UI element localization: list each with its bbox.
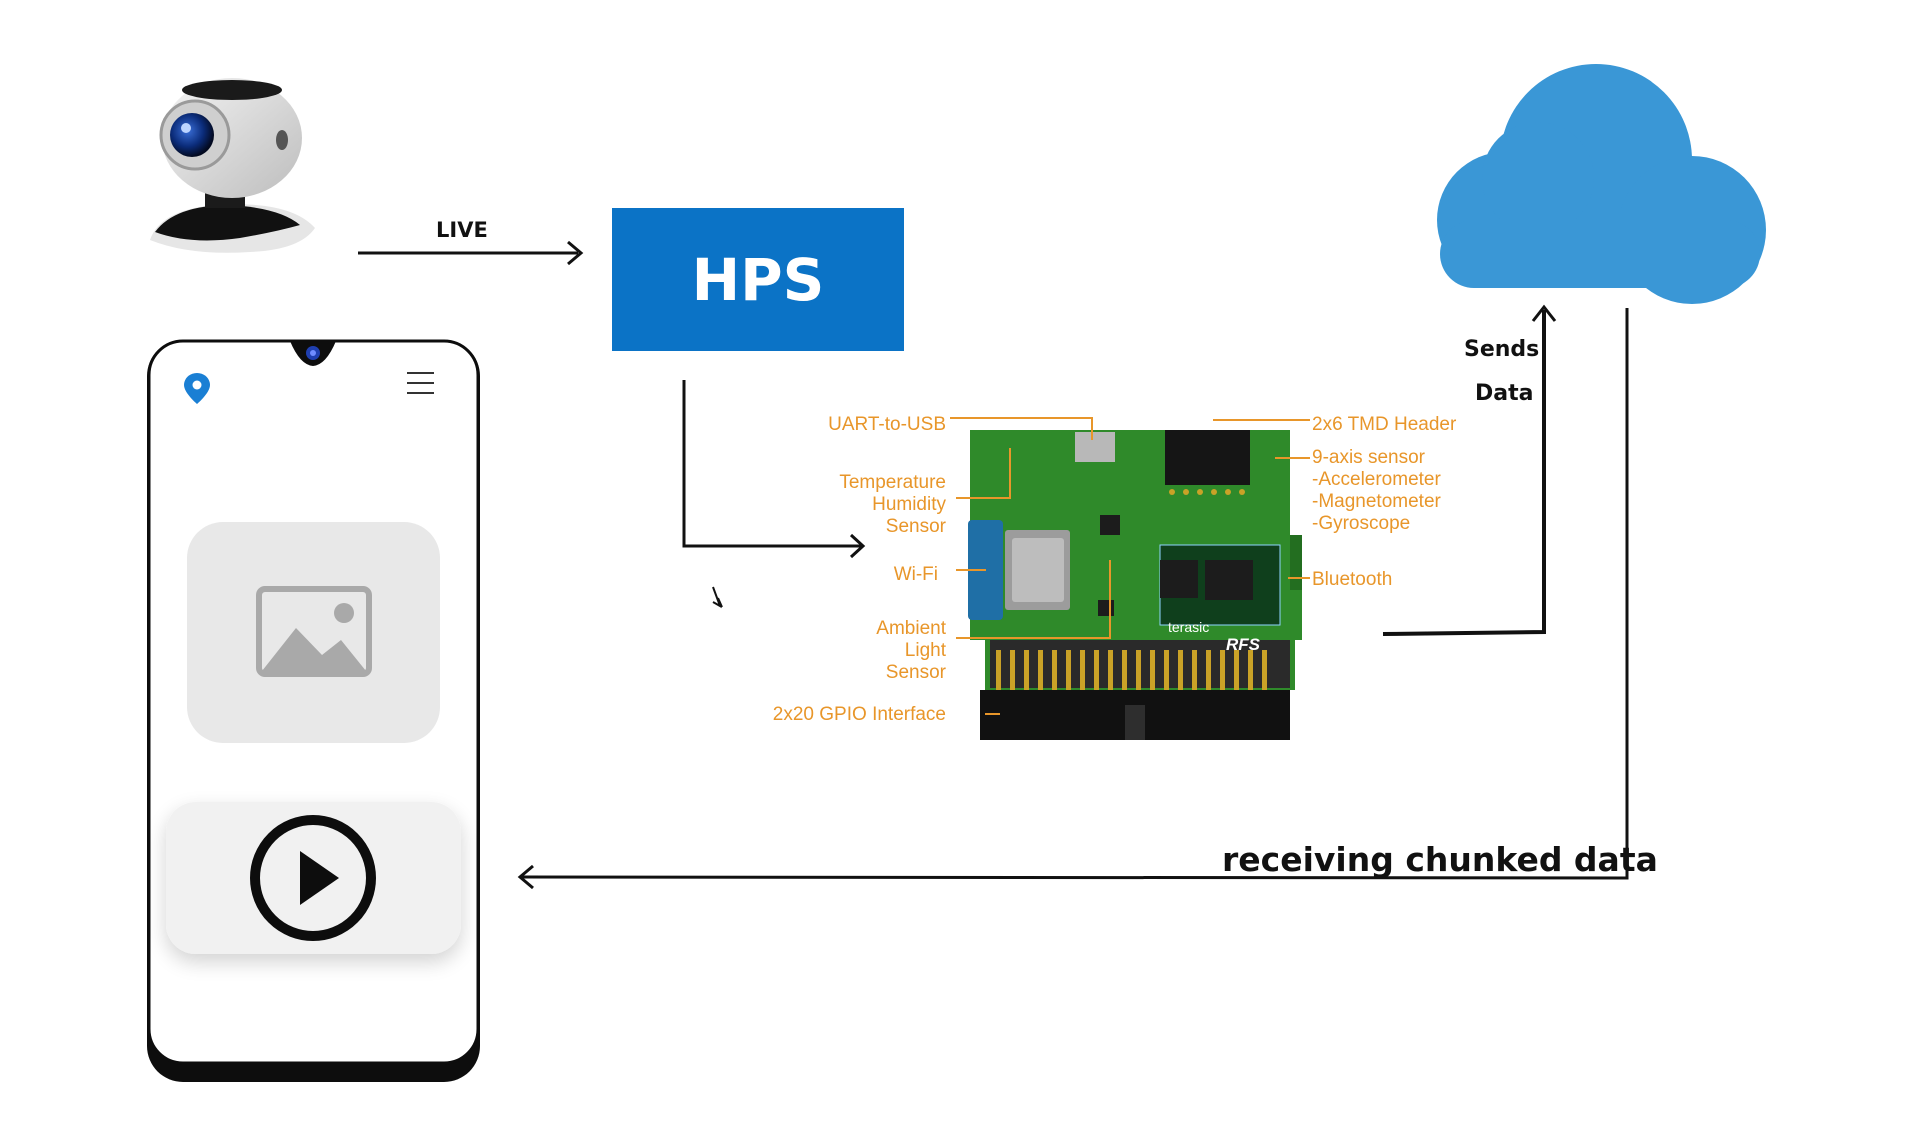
bluetooth-label: Bluetooth: [1312, 569, 1393, 590]
data-label: Data: [1475, 381, 1534, 406]
sensor-label-1: Sensor: [885, 516, 946, 537]
humidity-label: Humidity: [872, 494, 946, 515]
board-model-label: RFS: [1226, 635, 1261, 654]
ambient-label: Ambient: [876, 618, 946, 639]
location-pin-icon[interactable]: [184, 373, 210, 404]
image-placeholder-icon: [256, 586, 372, 677]
sensor-board: terasic RFS: [950, 417, 1310, 740]
hamburger-menu-icon[interactable]: [407, 372, 434, 394]
accelerometer-label: -Accelerometer: [1312, 469, 1441, 490]
tmd-header-label: 2x6 TMD Header: [1312, 414, 1457, 435]
gpio-interface-label: 2x20 GPIO Interface: [772, 704, 946, 725]
magnetometer-label: -Magnetometer: [1312, 491, 1441, 512]
hps-label: HPS: [691, 245, 825, 314]
wifi-label: Wi-Fi: [893, 564, 938, 585]
receiving-chunked-data-label: receiving chunked data: [1222, 840, 1658, 879]
cloud-to-phone-arrow: [517, 308, 1629, 890]
live-label: LIVE: [436, 218, 488, 242]
play-icon[interactable]: [250, 815, 376, 941]
phone: [147, 339, 480, 1082]
sends-label: Sends: [1464, 337, 1540, 362]
gyroscope-label: -Gyroscope: [1312, 513, 1411, 534]
board-brand-label: terasic: [1168, 619, 1209, 635]
nine-axis-sensor-label: 9-axis sensor: [1312, 447, 1425, 468]
live-arrow: [358, 240, 584, 266]
board-to-cloud-arrow: [1382, 304, 1557, 636]
temperature-label: Temperature: [839, 472, 946, 493]
cloud-icon: [1437, 64, 1766, 304]
uart-to-usb-label: UART-to-USB: [828, 414, 946, 435]
image-card[interactable]: [187, 522, 440, 743]
hps-to-board-arrow: [682, 380, 866, 609]
light-label: Light: [904, 640, 946, 661]
sensor-label-2: Sensor: [885, 662, 946, 683]
webcam-icon: [150, 78, 315, 253]
hps-block: HPS: [612, 208, 904, 351]
